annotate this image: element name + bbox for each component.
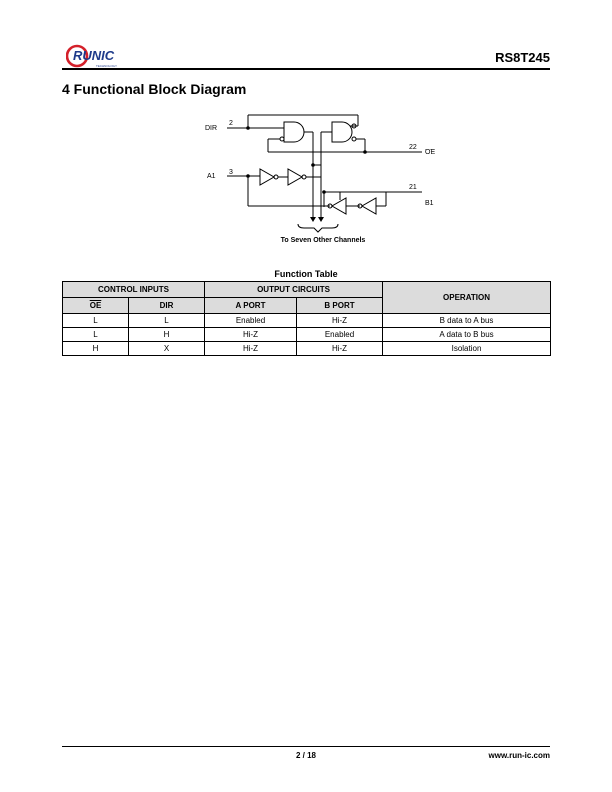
label-b1: B1 <box>425 200 434 207</box>
cell-dir: L <box>128 313 205 328</box>
buffer3-bubble <box>327 203 333 209</box>
a-to-b-buffer-2 <box>287 168 304 186</box>
cell-oe: L <box>62 313 129 328</box>
pin-b1: 21 <box>409 184 417 191</box>
arrow-2 <box>318 217 324 222</box>
and-gate-1 <box>283 121 305 143</box>
runic-logo: RUNIC TECHNOLOGY <box>66 44 117 68</box>
node-a1 <box>246 174 250 178</box>
node-oe <box>363 150 367 154</box>
pin-oe: 22 <box>409 144 417 151</box>
label-a1: A1 <box>207 173 216 180</box>
table-row: L L Enabled Hi-Z B data to A bus <box>62 313 552 328</box>
header-control-inputs: CONTROL INPUTS <box>62 281 205 298</box>
cell-dir: X <box>128 341 205 356</box>
label-oe: OE <box>425 149 435 156</box>
cell-a-port: Hi-Z <box>204 327 297 342</box>
logo-subtext: TECHNOLOGY <box>96 64 117 68</box>
cell-dir: H <box>128 327 205 342</box>
node-en1 <box>311 163 315 167</box>
logo-swoosh <box>66 44 89 68</box>
cell-oe: H <box>62 341 129 356</box>
header-output-circuits: OUTPUT CIRCUITS <box>203 281 384 298</box>
label-dir: DIR <box>205 125 217 132</box>
cell-oe: L <box>62 327 129 342</box>
node-b1 <box>322 190 326 194</box>
cell-b-port: Enabled <box>295 327 384 342</box>
caption-seven-channels: To Seven Other Channels <box>281 237 366 244</box>
buffer4-bubble <box>357 203 363 209</box>
functional-block-diagram: DIR 2 A1 3 22 OE 21 B1 To Seven Other Ch… <box>205 114 435 244</box>
header-a-port: A PORT <box>204 297 297 314</box>
and-gate-2 <box>331 121 353 143</box>
cell-a-port: Enabled <box>204 313 297 328</box>
logo-text: RUNIC <box>73 48 115 63</box>
table-row: H X Hi-Z Hi-Z Isolation <box>62 341 552 356</box>
pin-dir: 2 <box>229 120 233 127</box>
cell-operation: B data to A bus <box>382 313 552 328</box>
a-to-b-buffer-1 <box>259 168 276 186</box>
cell-b-port: Hi-Z <box>295 341 384 356</box>
b-to-a-buffer-1 <box>330 197 347 215</box>
node-dir <box>246 126 250 130</box>
gate1-inverter-bubble <box>279 136 285 142</box>
header-operation: OPERATION <box>382 281 552 314</box>
header-b-port: B PORT <box>295 297 384 314</box>
channels-brace <box>297 223 339 233</box>
header-rule <box>62 68 550 70</box>
footer-rule <box>62 746 550 747</box>
section-title: 4 Functional Block Diagram <box>62 81 247 97</box>
cell-b-port: Hi-Z <box>295 313 384 328</box>
header-dir: DIR <box>128 297 205 314</box>
website-link[interactable]: www.run-ic.com <box>488 751 551 760</box>
gate2-bubble-bottom <box>351 136 357 142</box>
header-oe: OE <box>62 297 129 314</box>
cell-operation: Isolation <box>382 341 552 356</box>
document-id: RS8T245 <box>495 50 550 65</box>
page-number: 2 / 18 <box>295 751 316 760</box>
arrow-1 <box>310 217 316 222</box>
function-table: CONTROL INPUTS OUTPUT CIRCUITS OPERATION… <box>62 281 552 356</box>
cell-operation: A data to B bus <box>382 327 552 342</box>
cell-a-port: Hi-Z <box>204 341 297 356</box>
table-row: L H Hi-Z Enabled A data to B bus <box>62 327 552 342</box>
gate2-bubble-top <box>351 123 357 129</box>
function-table-title: Function Table <box>274 269 338 279</box>
b-to-a-buffer-2 <box>360 197 377 215</box>
pin-a1: 3 <box>229 169 233 176</box>
function-table-group-header: CONTROL INPUTS OUTPUT CIRCUITS OPERATION <box>62 281 552 314</box>
